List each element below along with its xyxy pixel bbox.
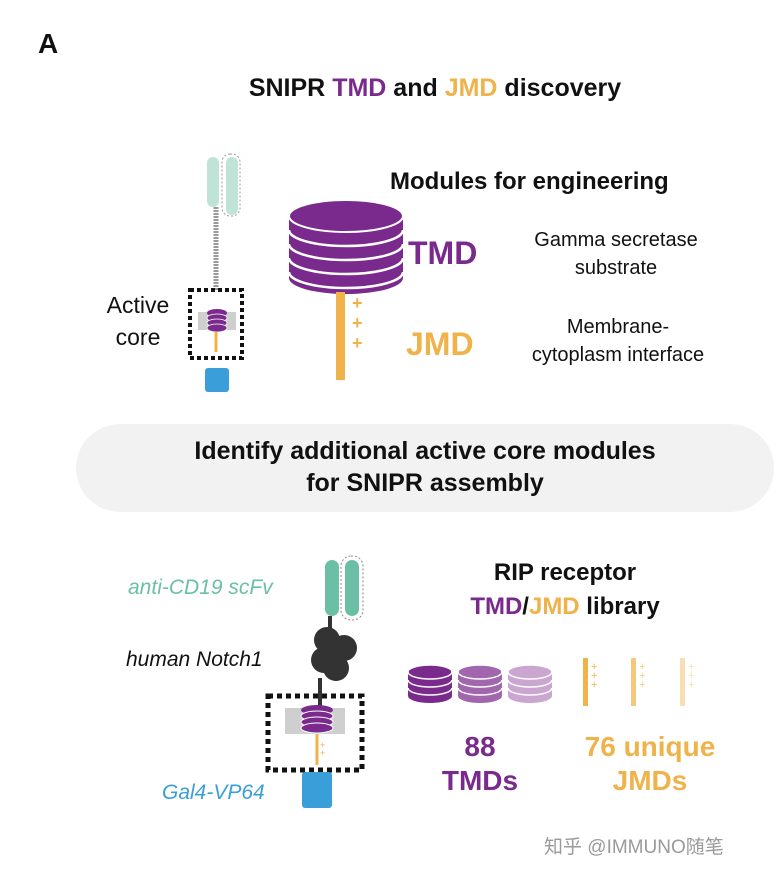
svg-text:+: + — [591, 670, 597, 682]
jmd-count: 76 unique JMDs — [560, 730, 740, 798]
big-jmd: + + + — [336, 292, 363, 380]
tmd-stack-top — [288, 199, 404, 233]
title-and: and — [386, 74, 445, 102]
big-tmd-stack — [287, 199, 405, 294]
library-jmd-light: + + + — [680, 658, 694, 706]
svg-text:+: + — [688, 670, 694, 682]
active-core-label: Active core — [92, 289, 184, 353]
svg-text:+: + — [688, 679, 694, 691]
jmd-count-label: JMDs — [612, 765, 688, 796]
title-tmd: TMD — [332, 74, 387, 102]
library-heading-line2: TMD/JMD library — [430, 590, 700, 624]
tmd-stack-line4 — [287, 271, 405, 290]
title-part2: discovery — [497, 74, 622, 102]
title-part1: SNIPR — [248, 74, 333, 102]
library-jmd-medium: + + + — [631, 658, 645, 706]
jmd-bar — [336, 292, 345, 380]
banner-line1: Identify additional active core modules — [194, 437, 656, 465]
jmd-desc-line1: Membrane- — [566, 316, 670, 338]
library-heading-line1: RIP receptor — [493, 559, 637, 586]
banner-background — [76, 424, 774, 512]
bottom-receptor: + + — [265, 555, 365, 808]
library-heading: RIP receptor TMD/JMD library — [430, 556, 700, 624]
tmd-count-number: 88 — [464, 731, 496, 762]
library-jmd-dark: + + + — [583, 658, 597, 706]
library-jmd-bars: + + + + + + + + + — [583, 658, 694, 706]
svg-text:+: + — [591, 661, 597, 673]
figure-title: SNIPR TMD and JMD discovery — [47, 74, 776, 103]
gal4-label: Gal4-VP64 — [162, 781, 265, 804]
jmd-plus-3: + — [352, 333, 363, 353]
scfv-bar-left — [325, 560, 339, 616]
bottom-jmd-plus-2: + — [320, 748, 325, 758]
library-tmd-stacks — [407, 664, 553, 703]
top-scfv-bar-left — [207, 157, 219, 207]
modules-jmd-label: JMD — [406, 326, 474, 362]
bottom-active-core-box — [265, 693, 365, 773]
active-core-line1: Active — [106, 292, 170, 318]
top-scfv-bar-right — [226, 157, 238, 215]
top-scfv-outline — [221, 153, 241, 217]
library-jmd: JMD — [528, 593, 580, 620]
top-gal4-block — [205, 368, 229, 392]
svg-text:+: + — [639, 679, 645, 691]
modules-tmd-label: TMD — [408, 235, 478, 271]
svg-text:+: + — [639, 670, 645, 682]
top-receptor — [188, 153, 244, 392]
bottom-jmd-plus-1: + — [320, 740, 325, 750]
bottom-tmd-disk4 — [300, 722, 334, 734]
notch-label: human Notch1 — [126, 648, 263, 671]
title-jmd: JMD — [444, 74, 498, 102]
jmd-plus-1: + — [352, 293, 363, 313]
jmd-desc-line2: cytoplasm interface — [531, 344, 705, 366]
library-rest: library — [579, 593, 660, 620]
svg-text:+: + — [591, 679, 597, 691]
tmd-count: 88 TMDs — [420, 730, 540, 798]
notch-lobe2 — [331, 635, 357, 661]
tmd-description: Gamma secretase substrate — [500, 226, 732, 282]
tmd-stack-line2 — [287, 243, 405, 262]
library-tmd: TMD — [470, 593, 523, 620]
tmd-desc-line1: Gamma secretase — [534, 229, 698, 251]
modules-heading: Modules for engineering — [390, 168, 669, 195]
library-tmd-stack-light — [507, 664, 553, 703]
svg-text:+: + — [639, 661, 645, 673]
jmd-description: Membrane- cytoplasm interface — [500, 313, 736, 369]
notch-lobe4 — [323, 655, 349, 681]
top-mini-tmd-disk4 — [206, 323, 228, 333]
scfv-bar-right — [345, 560, 359, 616]
watermark: 知乎 @IMMUNO随笔 — [544, 837, 724, 858]
library-tmd-stack-medium — [457, 664, 503, 703]
tmd-count-label: TMDs — [441, 765, 519, 796]
banner-line2: for SNIPR assembly — [306, 469, 544, 497]
scfv-label: anti-CD19 scFv — [128, 576, 273, 599]
banner-text: Identify additional active core modules … — [76, 435, 774, 499]
active-core-box — [188, 288, 244, 360]
scfv-outline — [340, 555, 364, 621]
library-slash: / — [522, 593, 529, 620]
active-core-line2: core — [115, 324, 161, 350]
jmd-plus-2: + — [352, 313, 363, 333]
jmd-count-number: 76 unique — [584, 731, 716, 762]
panel-label: A — [38, 28, 59, 59]
tmd-stack-line1 — [287, 229, 405, 248]
library-tmd-stack-dark — [407, 664, 453, 703]
svg-text:+: + — [688, 661, 694, 673]
bottom-gal4-block — [302, 772, 332, 808]
tmd-desc-line2: substrate — [574, 257, 658, 279]
tmd-stack-line3 — [287, 257, 405, 276]
